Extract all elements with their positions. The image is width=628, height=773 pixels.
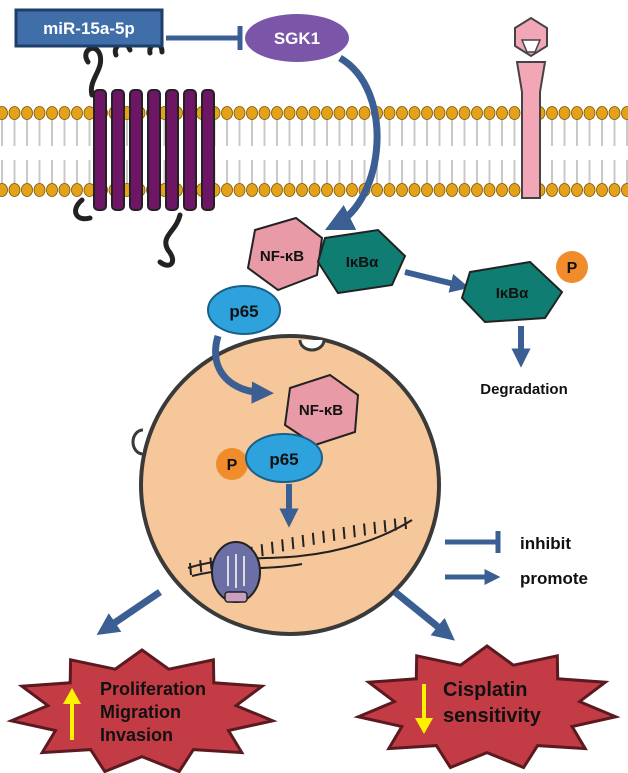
p65-nucleus-label: p65 <box>269 450 298 469</box>
outcome-proliferation: Proliferation <box>100 679 206 699</box>
phospho-right-label: P <box>567 260 578 277</box>
receptor-tails <box>73 41 183 268</box>
legend-inhibit-symbol <box>445 531 501 553</box>
arrow-to-left-outcome <box>96 589 162 636</box>
phospho-ikba: IκBα P <box>460 251 588 324</box>
down-arrow-icon <box>415 684 433 734</box>
legend-promote-label: promote <box>520 569 588 588</box>
outcome-sensitivity: sensitivity <box>443 705 542 727</box>
up-arrow-icon <box>63 688 81 740</box>
arrow-to-right-outcome <box>392 589 455 641</box>
ikba-top-label: IκBα <box>346 254 379 271</box>
outcome-cisplatin: Cisplatin <box>443 679 527 701</box>
right-outcome-burst: Cisplatin sensitivity <box>353 644 621 770</box>
phospho-nucleus-label: P <box>227 457 238 474</box>
mirna-label: miR-15a-5p <box>43 19 135 38</box>
degradation-label: Degradation <box>480 381 568 398</box>
mirna-box: miR-15a-5p <box>14 8 164 48</box>
arrow-sgk1-to-complex <box>324 54 381 231</box>
nfkb-top-label: NF-κB <box>260 248 304 265</box>
legend-inhibit-label: inhibit <box>520 534 571 553</box>
inhibit-arrow-mirna-sgk1 <box>166 26 243 50</box>
arrow-ikba-release <box>404 269 470 293</box>
left-outcome-burst: Proliferation Migration Invasion <box>6 648 278 773</box>
outcome-invasion: Invasion <box>100 725 173 745</box>
outcome-migration: Migration <box>100 702 181 722</box>
nfkb-complex-nucleus: NF-κB P p65 <box>216 373 360 483</box>
sgk1-node: SGK1 <box>245 14 349 62</box>
legend: inhibit promote <box>445 531 588 588</box>
p65-top-label: p65 <box>229 302 258 321</box>
nfkb-nucleus-label: NF-κB <box>299 402 343 419</box>
sgk1-label: SGK1 <box>274 29 320 48</box>
transmembrane-receptor <box>93 89 215 211</box>
ikba-right-label: IκBα <box>496 285 529 302</box>
arrow-p65-to-nucleus <box>212 335 274 404</box>
channel-protein <box>514 16 548 199</box>
nfkb-complex-cytoplasm: NF-κB IκBα p65 <box>207 216 407 335</box>
ribosome <box>211 541 261 603</box>
